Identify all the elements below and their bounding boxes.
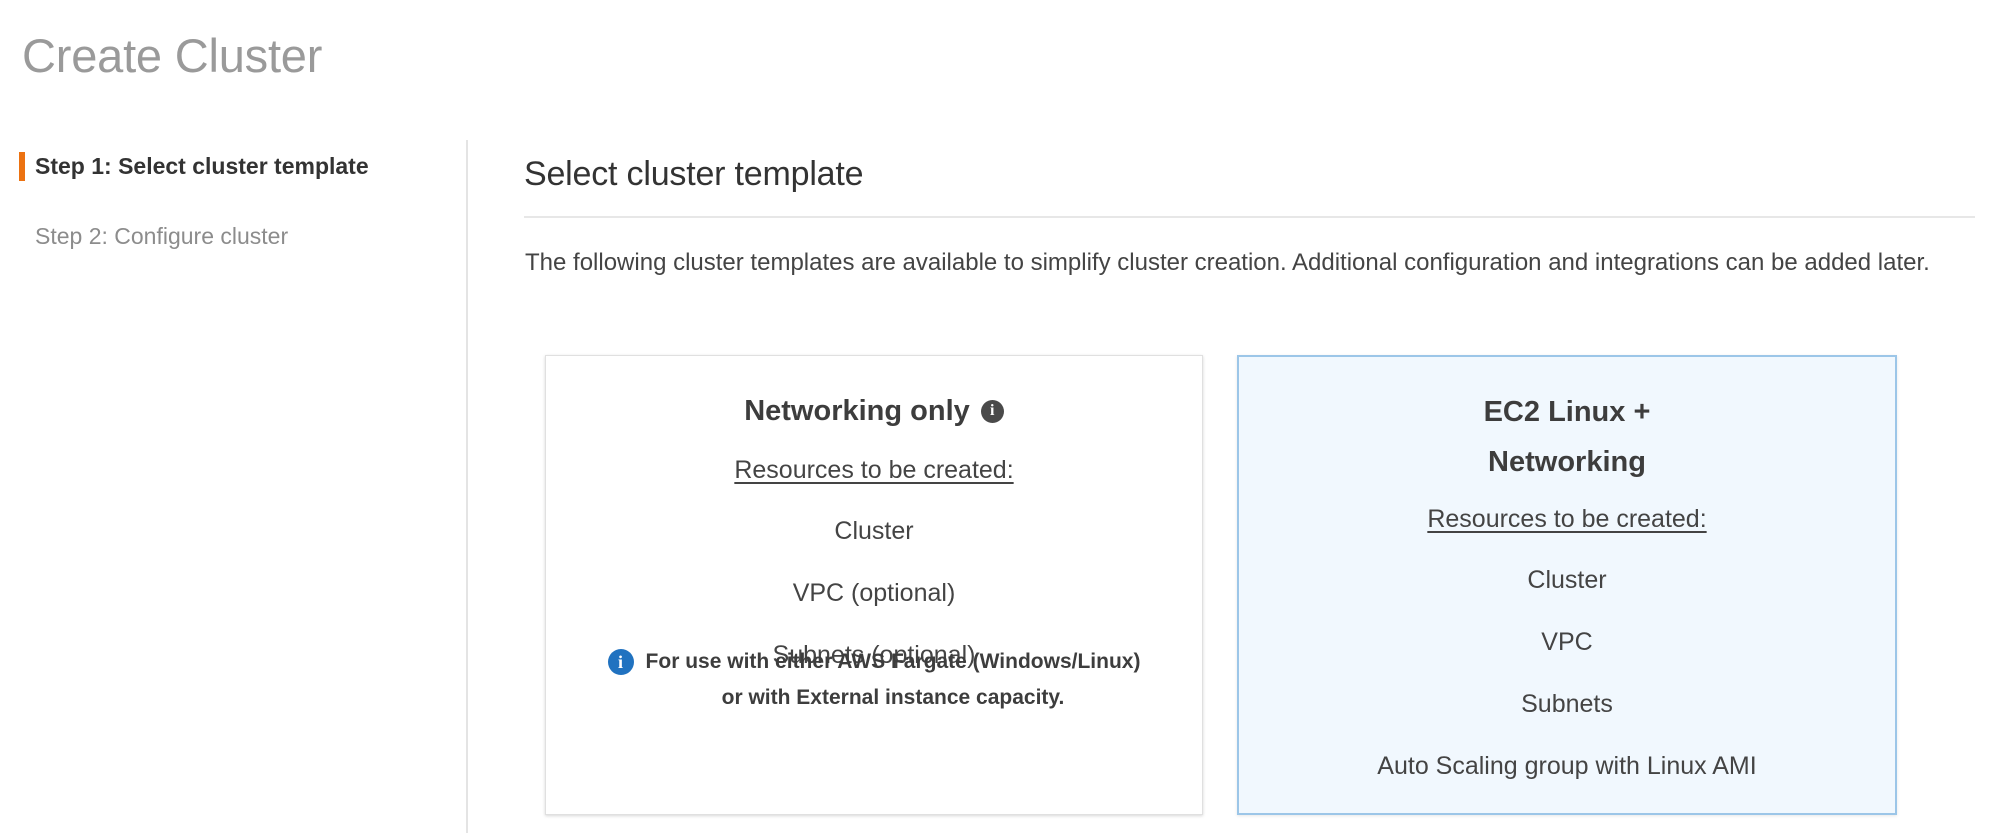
section-divider	[524, 216, 1975, 218]
sidebar-item-step-1[interactable]: Step 1: Select cluster template	[0, 151, 466, 181]
template-card-note: i For use with either AWS Fargate (Windo…	[568, 644, 1180, 716]
template-card-title: Networking only i	[568, 386, 1180, 436]
list-item: Cluster	[1527, 566, 1607, 594]
sidebar-item-step-1-label: Step 1: Select cluster template	[35, 153, 369, 179]
sidebar-item-step-2-label: Step 2: Configure cluster	[35, 223, 289, 249]
template-card-title-line-2: Networking	[1488, 446, 1646, 478]
step-sidebar: Step 1: Select cluster template Step 2: …	[0, 140, 468, 833]
main-content: Select cluster template The following cl…	[524, 0, 1999, 833]
template-card-note-line-1: For use with either AWS Fargate (Windows…	[645, 650, 1141, 673]
template-card-ec2-linux-networking[interactable]: EC2 Linux + Networking Resources to be c…	[1237, 355, 1897, 815]
list-item: Subnets	[1521, 690, 1613, 718]
template-card-note-line-2: or with External instance capacity.	[721, 686, 1065, 709]
info-icon: i	[607, 649, 634, 675]
template-card-title-text: Networking only	[744, 395, 970, 427]
list-item: VPC (optional)	[792, 579, 956, 607]
info-icon[interactable]: i	[980, 399, 1004, 423]
section-description: The following cluster templates are avai…	[525, 249, 1930, 276]
page-title: Create Cluster	[22, 29, 323, 82]
resource-list: Cluster VPC Subnets Auto Scaling group w…	[1261, 564, 1873, 782]
list-item: VPC	[1541, 628, 1593, 656]
section-title: Select cluster template	[524, 155, 864, 193]
list-item: Subnets (optional)	[772, 641, 976, 669]
resource-list: Cluster VPC (optional) Subnets (optional…	[568, 515, 1180, 671]
list-item: Auto Scaling group with Linux AMI	[1377, 752, 1757, 780]
template-card-title-line-1: EC2 Linux +	[1483, 396, 1651, 428]
template-card-networking-only[interactable]: Networking only i Resources to be create…	[545, 355, 1203, 815]
template-card-title: EC2 Linux + Networking	[1261, 387, 1873, 487]
active-step-accent-bar	[19, 152, 25, 181]
resources-heading: Resources to be created:	[1427, 505, 1707, 533]
resources-heading: Resources to be created:	[734, 456, 1014, 484]
sidebar-item-step-2[interactable]: Step 2: Configure cluster	[0, 221, 466, 251]
template-card-note-text: For use with either AWS Fargate (Windows…	[646, 644, 1141, 716]
list-item: Cluster	[834, 517, 914, 545]
